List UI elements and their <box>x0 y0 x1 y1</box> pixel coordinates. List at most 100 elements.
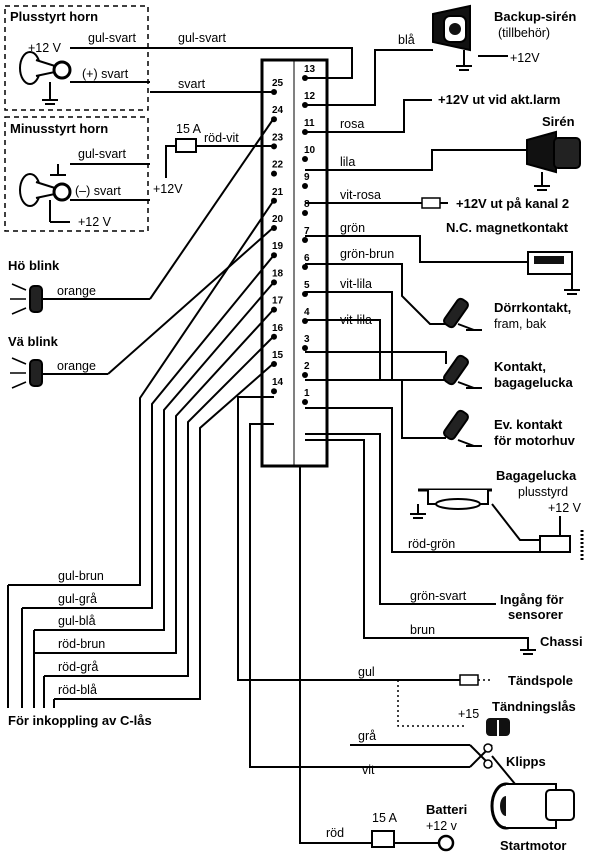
pin-dot-10 <box>302 156 308 162</box>
plus-horn-wire1: gul-svart <box>88 31 136 45</box>
battery-12v: +12 v <box>426 819 458 833</box>
pin-dot-9 <box>302 183 308 189</box>
trunk-contact-sub: bagagelucka <box>494 375 574 390</box>
c-lock-wire-1: gul-brun <box>58 569 104 583</box>
battery-feed: röd 15 A Batteri +12 v <box>299 466 467 852</box>
pin-label-4: 4 <box>304 307 310 318</box>
left-blinker: Vä blink orange <box>8 226 275 389</box>
pin-label-11: 11 <box>304 118 315 129</box>
ignition-coil: gul Tändspole +15 Tändningslås <box>350 665 576 745</box>
channel2-output: vit-rosa +12V ut på kanal 2 <box>305 188 569 211</box>
hood-contact-title: Ev. kontakt <box>494 417 563 432</box>
pin-dot-1 <box>302 399 308 405</box>
pin-label-22: 22 <box>272 160 284 171</box>
starter-label: Startmotor <box>500 838 566 853</box>
siren: Sirén lila <box>305 114 581 191</box>
plus-horn-12v: +12 V <box>28 41 62 55</box>
trunk-plus: plusstyrd <box>518 485 568 499</box>
wire-gron: grön <box>340 221 365 235</box>
wire-gron-svart: grön-svart <box>410 589 467 603</box>
wire-gron-brun: grön-brun <box>340 247 394 261</box>
wire-rod-gron: röd-grön <box>408 537 455 551</box>
pin-label-17: 17 <box>272 296 284 307</box>
wire-bla: blå <box>398 33 415 47</box>
pin-dot-8 <box>302 210 308 216</box>
lower-left-pin-wires <box>237 396 470 768</box>
cut-label: Klipps <box>506 754 546 769</box>
pin-label-16: 16 <box>272 323 284 334</box>
pin-label-5: 5 <box>304 280 310 291</box>
pin-label-14: 14 <box>272 377 284 388</box>
c-lock-wire-5: röd-grå <box>58 660 98 674</box>
pin-label-24: 24 <box>272 105 284 116</box>
alarm-output-label: +12V ut vid akt.larm <box>438 92 560 107</box>
pin-label-19: 19 <box>272 241 284 252</box>
wire-gul: gul <box>358 665 375 679</box>
pin-label-2: 2 <box>304 361 310 372</box>
ho-blink-title: Hö blink <box>8 258 60 273</box>
nc-magnet-contact: N.C. magnetkontakt grön <box>305 220 580 295</box>
plus-horn-wire2: (+) svart <box>82 67 129 81</box>
siren-title: Sirén <box>542 114 575 129</box>
left-wires: gul-svart svart 15 A röd-vit +12V <box>150 31 353 196</box>
channel2-label: +12V ut på kanal 2 <box>456 196 569 211</box>
door-contact-sub: fram, bak <box>494 317 547 331</box>
pin-label-9: 9 <box>304 172 310 183</box>
pin-label-10: 10 <box>304 145 316 156</box>
plus-horn-title: Plusstyrt horn <box>10 9 98 24</box>
trunk-contact: vit-lila Kontakt, bagagelucka <box>305 313 574 390</box>
trunk-title: Bagagelucka <box>496 468 577 483</box>
wire-rosa: rosa <box>340 117 364 131</box>
sensor-input: grön-svart Ingång för sensorer <box>305 433 564 622</box>
pin-label-25: 25 <box>272 78 284 89</box>
plus-horn-box: Plusstyrt horn +12 V gul-svart (+) svart <box>4 5 150 111</box>
pin-label-7: 7 <box>304 226 310 237</box>
c-lock-caption: För inkoppling av C-lås <box>8 713 152 728</box>
chassis-label: Chassi <box>540 634 583 649</box>
minus-horn-title: Minusstyrt horn <box>10 121 108 136</box>
wire-rod: röd <box>326 826 344 840</box>
door-contacts: grön-brun Dörrkontakt, fram, bak vit-lil… <box>305 247 571 381</box>
plus15-label: +15 <box>458 707 479 721</box>
hood-contact: Ev. kontakt för motorhuv <box>305 379 576 448</box>
hood-contact-sub: för motorhuv <box>494 433 576 448</box>
c-lock-wire-2: gul-grå <box>58 592 97 606</box>
coil-label: Tändspole <box>508 673 573 688</box>
pin-label-1: 1 <box>304 388 310 399</box>
minus-horn-box: Minusstyrt horn gul-svart (–) svart +12 … <box>4 116 150 232</box>
backup-siren: Backup-sirén (tillbehör) +12V blå <box>305 4 576 106</box>
battery-title: Batteri <box>426 802 467 817</box>
c-lock-wire-6: röd-blå <box>58 683 97 697</box>
pin-label-8: 8 <box>304 199 310 210</box>
wire-vit-lila-1: vit-lila <box>340 277 372 291</box>
pin-dot-6 <box>302 264 308 270</box>
trunk-12v: +12 V <box>548 501 582 515</box>
wire-svart: svart <box>178 77 206 91</box>
fuse-15a: 15 A <box>176 122 202 136</box>
pin-label-3: 3 <box>304 334 310 345</box>
pin-dot-22 <box>271 170 277 177</box>
pin-label-20: 20 <box>272 214 284 225</box>
backup-siren-12v: +12V <box>510 51 540 65</box>
pin-dot-2 <box>302 372 308 378</box>
chassis-ground: brun Chassi <box>305 439 583 655</box>
right-blinker: Hö blink orange <box>8 117 275 315</box>
pin-label-18: 18 <box>272 268 284 279</box>
wire-brun: brun <box>410 623 435 637</box>
minus-horn-12v: +12 V <box>78 215 112 229</box>
pin-label-21: 21 <box>272 187 284 198</box>
wire-vit: vit <box>362 763 375 777</box>
pin-dot-7 <box>302 237 308 243</box>
va-blink-title: Vä blink <box>8 334 59 349</box>
alarm-output: +12V ut vid akt.larm rosa <box>305 92 560 133</box>
c-lock-wires: gul-brun gul-grå gul-blå röd-brun röd-gr… <box>7 199 275 728</box>
wire-vit-lila-2: vit-lila <box>340 313 372 327</box>
va-blink-wire: orange <box>57 359 96 373</box>
ign-lock-label: Tändningslås <box>492 699 576 714</box>
cut-point: grå vit Klipps <box>350 729 546 791</box>
c-lock-wire-4: röd-brun <box>58 637 105 651</box>
backup-siren-sub: (tillbehör) <box>498 26 550 40</box>
pin-dot-14 <box>271 388 277 395</box>
pin-label-15: 15 <box>272 350 284 361</box>
